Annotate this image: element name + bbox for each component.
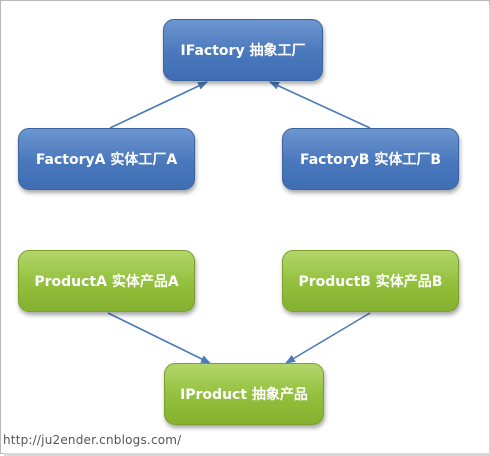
node-iproduct: IProduct 抽象产品 <box>164 363 324 425</box>
node-product-b-label: ProductB 实体产品B <box>298 274 443 290</box>
watermark-url: http://ju2ender.cnblogs.com/ <box>3 433 182 447</box>
node-factory-b-label: FactoryB 实体工厂B <box>299 152 442 168</box>
node-factory-a-label: FactoryA 实体工厂A <box>35 152 178 168</box>
node-factory-b: FactoryB 实体工厂B <box>282 128 459 190</box>
node-iproduct-label: IProduct 抽象产品 <box>180 387 308 403</box>
node-product-a-label: ProductA 实体产品A <box>34 274 179 290</box>
node-product-b: ProductB 实体产品B <box>282 250 459 312</box>
node-ifactory-label: IFactory 抽象工厂 <box>180 43 306 59</box>
node-factory-a: FactoryA 实体工厂A <box>18 128 195 190</box>
node-product-a: ProductA 实体产品A <box>18 250 195 312</box>
node-ifactory: IFactory 抽象工厂 <box>163 19 323 81</box>
